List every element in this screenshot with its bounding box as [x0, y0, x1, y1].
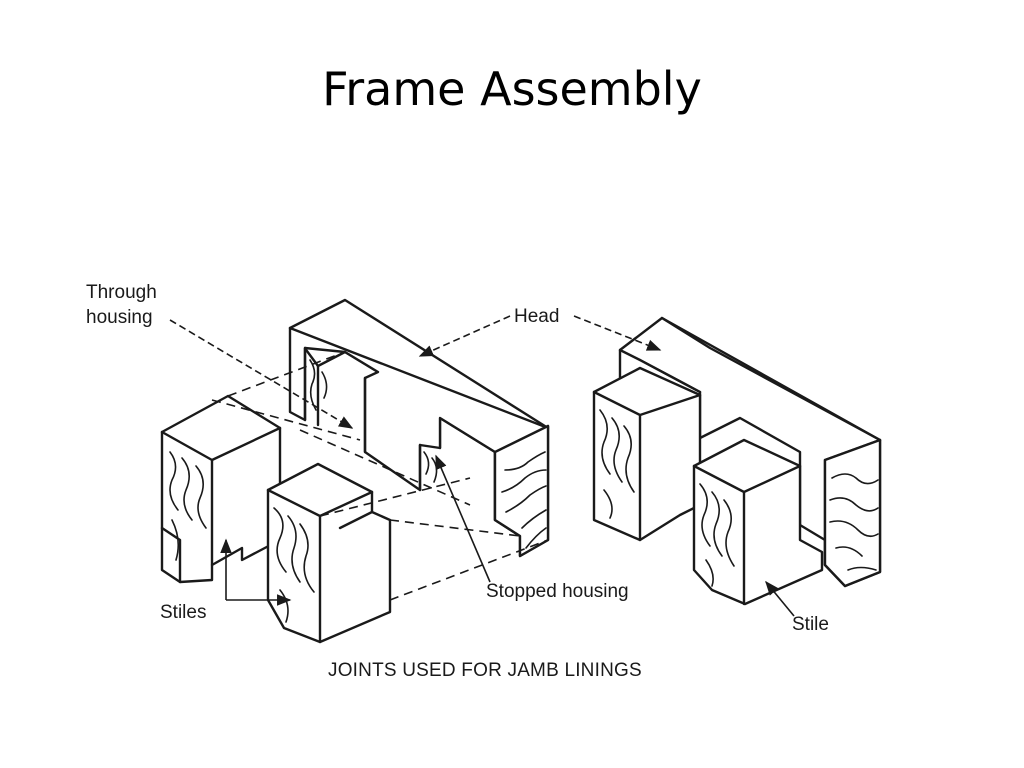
label-stiles: Stiles: [160, 538, 292, 623]
right-back-stile: [592, 366, 702, 542]
through-housing-label-line1: Through: [86, 282, 157, 303]
head-leader-left: [418, 315, 511, 357]
slide-title: Frame Assembly: [322, 62, 702, 116]
right-front-stile: [692, 438, 824, 606]
head-label: Head: [514, 306, 559, 327]
figure-caption: JOINTS USED FOR JAMB LININGS: [328, 660, 642, 681]
stopped-housing-label: Stopped housing: [486, 581, 629, 602]
right-assembly: [592, 316, 882, 606]
stiles-label: Stiles: [160, 602, 206, 623]
stopped-housing-leader: [435, 454, 491, 583]
through-housing-label-line2: housing: [86, 307, 153, 328]
head-member-left: [288, 298, 550, 558]
label-stopped-housing: Stopped housing: [435, 454, 629, 602]
label-head: Head: [418, 306, 662, 357]
stile-label: Stile: [792, 614, 829, 635]
left-stile: [160, 394, 282, 584]
head-leader-right: [573, 315, 662, 351]
left-assembly: [160, 298, 550, 644]
label-stile: Stile: [765, 580, 829, 635]
label-through-housing: Through housing: [86, 282, 354, 429]
front-stile: [266, 462, 392, 644]
stile-leader: [765, 580, 795, 617]
through-housing-leader: [169, 319, 354, 429]
